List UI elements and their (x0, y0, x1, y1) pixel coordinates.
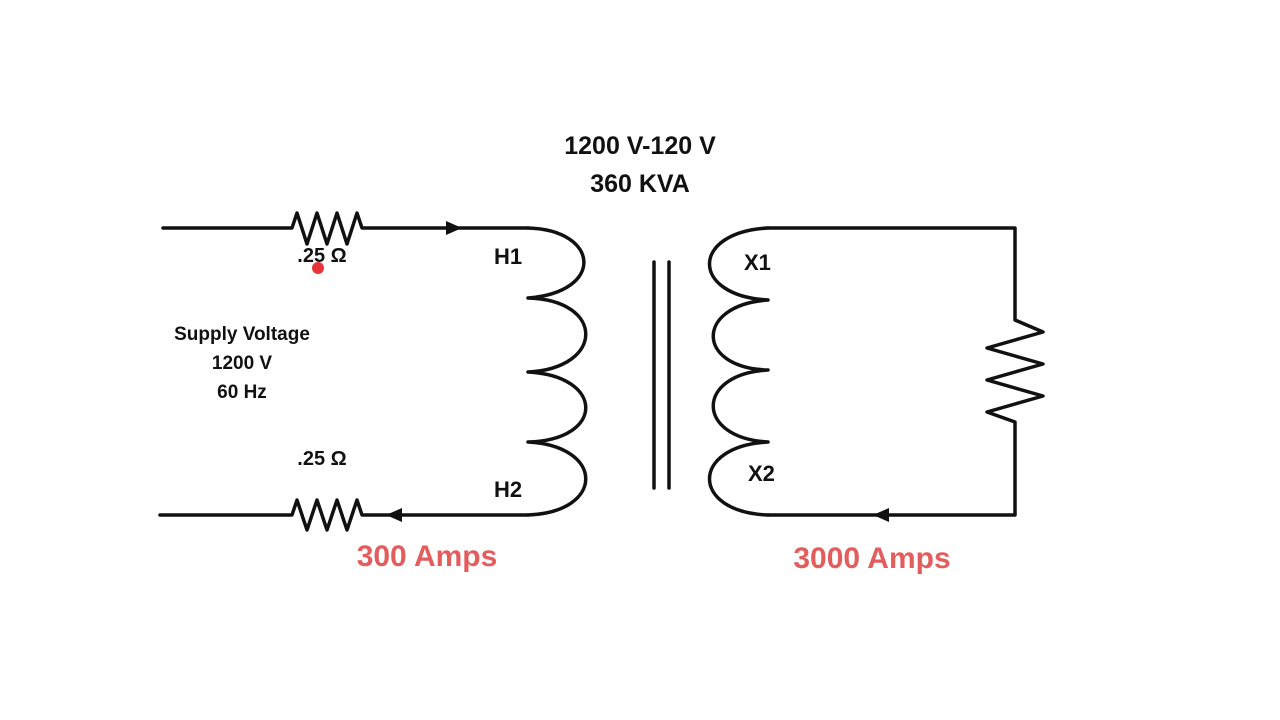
primary-bottom-arrow (386, 508, 402, 522)
terminal-x1: X1 (744, 250, 771, 275)
secondary-current-label: 3000 Amps (793, 542, 950, 575)
terminal-h1: H1 (494, 244, 522, 269)
bottom-resistor-label: .25 Ω (297, 448, 346, 470)
secondary-loop-wire (766, 226, 1045, 517)
supply-voltage-title: Supply Voltage (174, 324, 310, 345)
terminal-h2: H2 (494, 477, 522, 502)
top-resistor-label: .25 Ω (297, 245, 346, 267)
terminal-x2: X2 (748, 461, 775, 486)
primary-bottom-wire (158, 498, 530, 532)
primary-top-arrow (446, 221, 462, 235)
primary-current-label: 300 Amps (357, 540, 498, 573)
primary-top-wire (161, 211, 530, 246)
transformer-kva-rating: 360 KVA (590, 170, 690, 198)
secondary-coil (708, 226, 770, 517)
supply-voltage-value: 1200 V (212, 353, 273, 374)
pointer-dot (312, 262, 324, 274)
supply-frequency-value: 60 Hz (217, 382, 267, 403)
primary-coil (526, 226, 588, 517)
transformer-voltage-rating: 1200 V-120 V (564, 132, 716, 160)
secondary-arrow (873, 508, 889, 522)
